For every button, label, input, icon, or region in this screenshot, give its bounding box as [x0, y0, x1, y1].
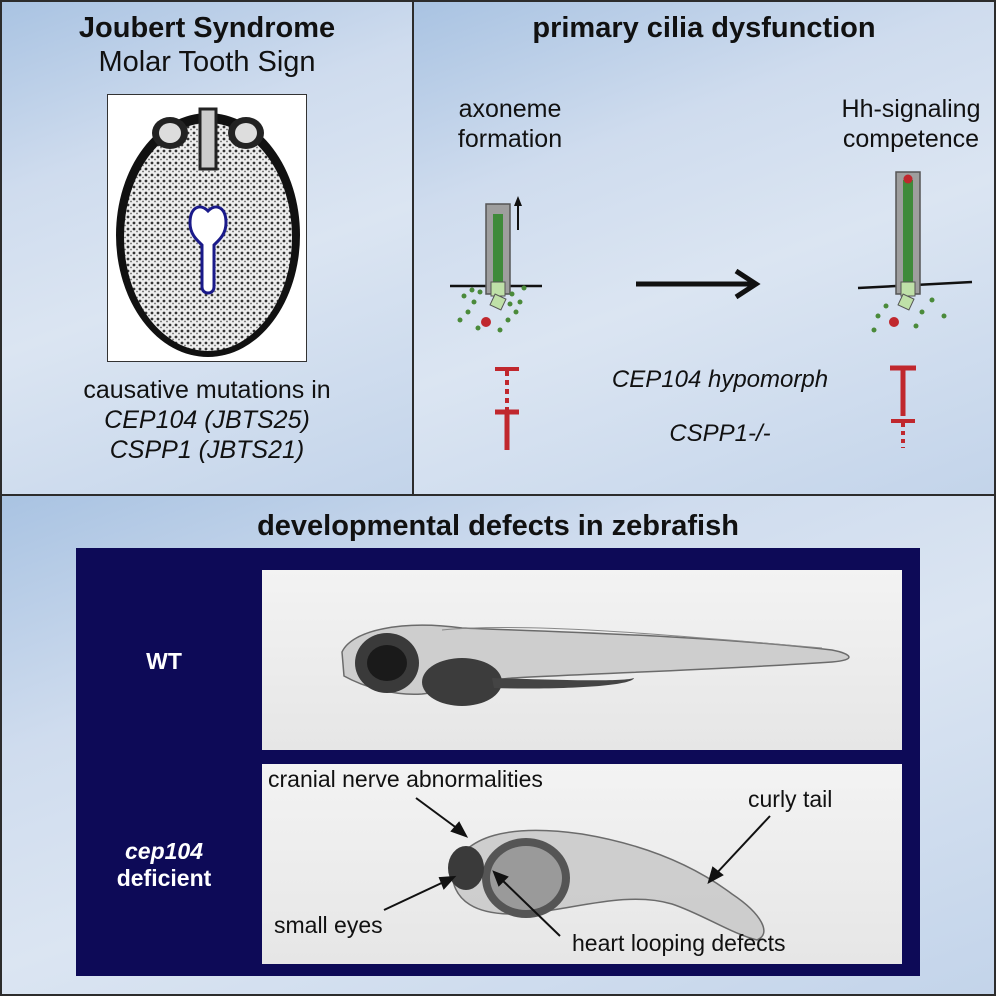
basal-body — [897, 293, 915, 311]
transition-zone — [490, 281, 506, 297]
condition-cspp1-null: CSPP1-/- — [669, 420, 771, 447]
axoneme-label-line1: axoneme — [458, 95, 562, 123]
panel-c-title: developmental defects in zebrafish — [257, 510, 739, 542]
wt-yolk — [422, 658, 502, 706]
hh-label-line2: competence — [842, 125, 980, 153]
vesicles — [457, 285, 527, 333]
progression-arrow — [636, 268, 761, 300]
cep104-mutant-zebrafish-photo — [262, 764, 902, 964]
gene-cep104: CEP104 (JBTS25) — [104, 406, 310, 434]
annotation-curly-tail: curly tail — [748, 786, 833, 812]
cilium-growing-diagram — [450, 196, 542, 333]
centriole-red-dot — [481, 317, 491, 327]
inhibition-weak-hh-cspp1 — [891, 419, 915, 448]
gene-cspp1: CSPP1 (JBTS21) — [109, 436, 305, 464]
basal-body — [489, 293, 507, 311]
panel-b-title: primary cilia dysfunction — [532, 12, 876, 44]
row-label-wt: WT — [94, 648, 234, 675]
vesicles — [871, 297, 947, 333]
annotation-heart-looping: heart looping defects — [572, 930, 786, 956]
inhibition-strong-hh-cep104 — [890, 365, 916, 416]
molar-tooth-sign-outline — [188, 205, 228, 295]
annotation-cranial-nerve: cranial nerve abnormalities — [268, 766, 543, 792]
wt-larva-illustration — [341, 624, 850, 706]
hh-label-line1: Hh-signaling — [841, 95, 981, 123]
wt-zebrafish-photo — [262, 570, 902, 750]
wt-label: WT — [146, 648, 182, 674]
cilium-tip-dot — [903, 174, 913, 184]
cep104-label: cep104 — [124, 838, 203, 864]
inhibition-weak-axoneme-cep104 — [495, 367, 519, 414]
mri-brain-illustration — [116, 107, 300, 357]
axoneme — [493, 214, 503, 284]
cilium-mature-diagram — [857, 171, 973, 333]
axoneme — [903, 180, 913, 284]
row-label-cep104-deficient: cep104 deficient — [94, 838, 234, 892]
mutant-eye — [448, 846, 484, 890]
panel-a-subtitle: Molar Tooth Sign — [98, 46, 316, 78]
axoneme-formation-label: axoneme formation — [440, 94, 580, 154]
deficient-label: deficient — [116, 865, 212, 891]
hh-signaling-label: Hh-signaling competence — [826, 94, 996, 154]
panel-a-title: Joubert Syndrome — [78, 12, 336, 44]
annotation-small-eyes: small eyes — [274, 912, 383, 938]
mri-image — [107, 94, 307, 362]
centriole-red-dot — [889, 317, 899, 327]
axoneme-label-line2: formation — [457, 125, 563, 153]
condition-cep104-hypomorph: CEP104 hypomorph — [611, 366, 829, 393]
mutations-heading: causative mutations in — [83, 376, 331, 404]
inhibition-strong-axoneme-cspp1 — [495, 409, 519, 450]
